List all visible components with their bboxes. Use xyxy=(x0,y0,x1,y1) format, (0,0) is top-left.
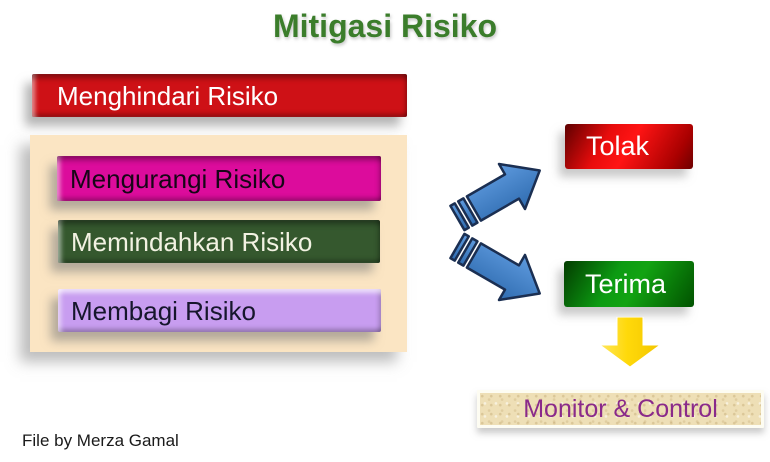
avoid-risk-label: Menghindari Risiko xyxy=(57,80,279,111)
reject-box: Tolak xyxy=(565,124,693,169)
accept-label: Terima xyxy=(585,268,667,299)
footer-credit: File by Merza Gamal xyxy=(22,431,179,450)
reduce-risk-label: Mengurangi Risiko xyxy=(70,163,286,194)
yellow-down-arrow-icon xyxy=(598,316,662,373)
monitor-control-label: Monitor & Control xyxy=(523,394,718,423)
transfer-risk-bar: Memindahkan Risiko xyxy=(58,220,380,263)
transfer-risk-label: Memindahkan Risiko xyxy=(71,226,313,257)
striped-arrow-down-right-icon xyxy=(442,221,557,319)
page-title: Mitigasi Risiko xyxy=(272,8,498,44)
share-risk-label: Membagi Risiko xyxy=(71,295,256,326)
risk-group-box: Mengurangi Risiko Memindahkan Risiko Mem… xyxy=(30,135,407,352)
accept-box: Terima xyxy=(564,261,694,307)
reduce-risk-bar: Mengurangi Risiko xyxy=(57,156,381,201)
share-risk-bar: Membagi Risiko xyxy=(58,289,381,332)
avoid-risk-bar: Menghindari Risiko xyxy=(32,74,407,117)
monitor-control-box: Monitor & Control xyxy=(477,390,764,428)
striped-arrow-up-right-icon xyxy=(442,145,557,243)
reject-label: Tolak xyxy=(586,131,650,161)
